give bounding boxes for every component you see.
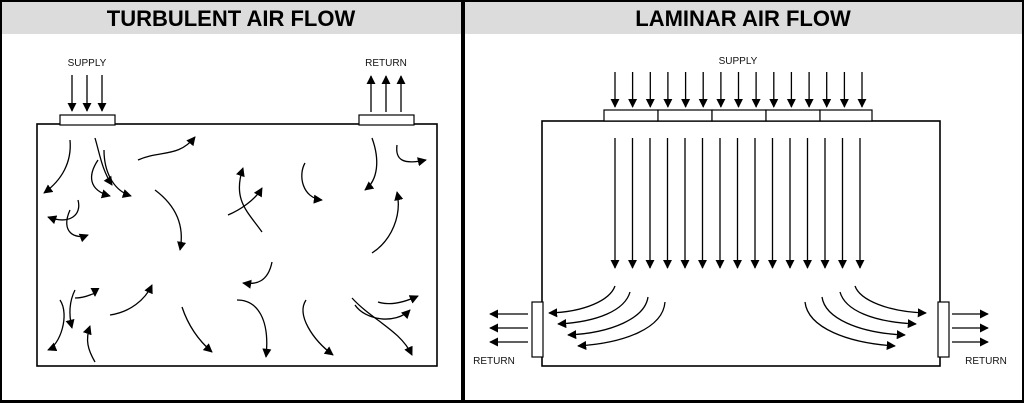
laminar-panel: LAMINAR AIR FLOW SUPPLY RETURN RETURN: [465, 2, 1022, 400]
laminar-title: LAMINAR AIR FLOW: [635, 6, 851, 31]
turbulent-return-grille: [358, 114, 415, 126]
laminar-return-arrows-right: [952, 309, 989, 347]
laminar-return-left-label: RETURN: [473, 356, 515, 367]
laminar-room: [541, 120, 941, 367]
turbulent-return-arrows: [366, 75, 406, 112]
laminar-return-right-label: RETURN: [965, 356, 1007, 367]
laminar-supply-diffusers: [603, 109, 873, 122]
laminar-title-band: [465, 2, 1022, 34]
laminar-supply-label: SUPPLY: [719, 56, 758, 67]
laminar-return-grille-right: [937, 301, 950, 358]
laminar-return-grille-left: [531, 301, 544, 358]
turbulent-swirl-arrows: [43, 136, 427, 363]
turbulent-panel: TURBULENT AIR FLOW SUPPLY RETURN: [2, 2, 461, 400]
turbulent-return-label: RETURN: [365, 58, 407, 69]
turbulent-supply-arrows: [67, 75, 107, 112]
laminar-curve-left: [548, 285, 666, 351]
laminar-supply-arrows: [610, 72, 867, 108]
laminar-return-arrows-left: [489, 309, 528, 347]
turbulent-title: TURBULENT AIR FLOW: [107, 6, 356, 31]
turbulent-title-band: [2, 2, 461, 34]
laminar-curve-right: [804, 285, 927, 351]
laminar-vertical-flow: [610, 138, 865, 269]
turbulent-supply-diffuser: [59, 114, 116, 126]
turbulent-supply-label: SUPPLY: [68, 58, 107, 69]
turbulent-room: [36, 123, 438, 367]
